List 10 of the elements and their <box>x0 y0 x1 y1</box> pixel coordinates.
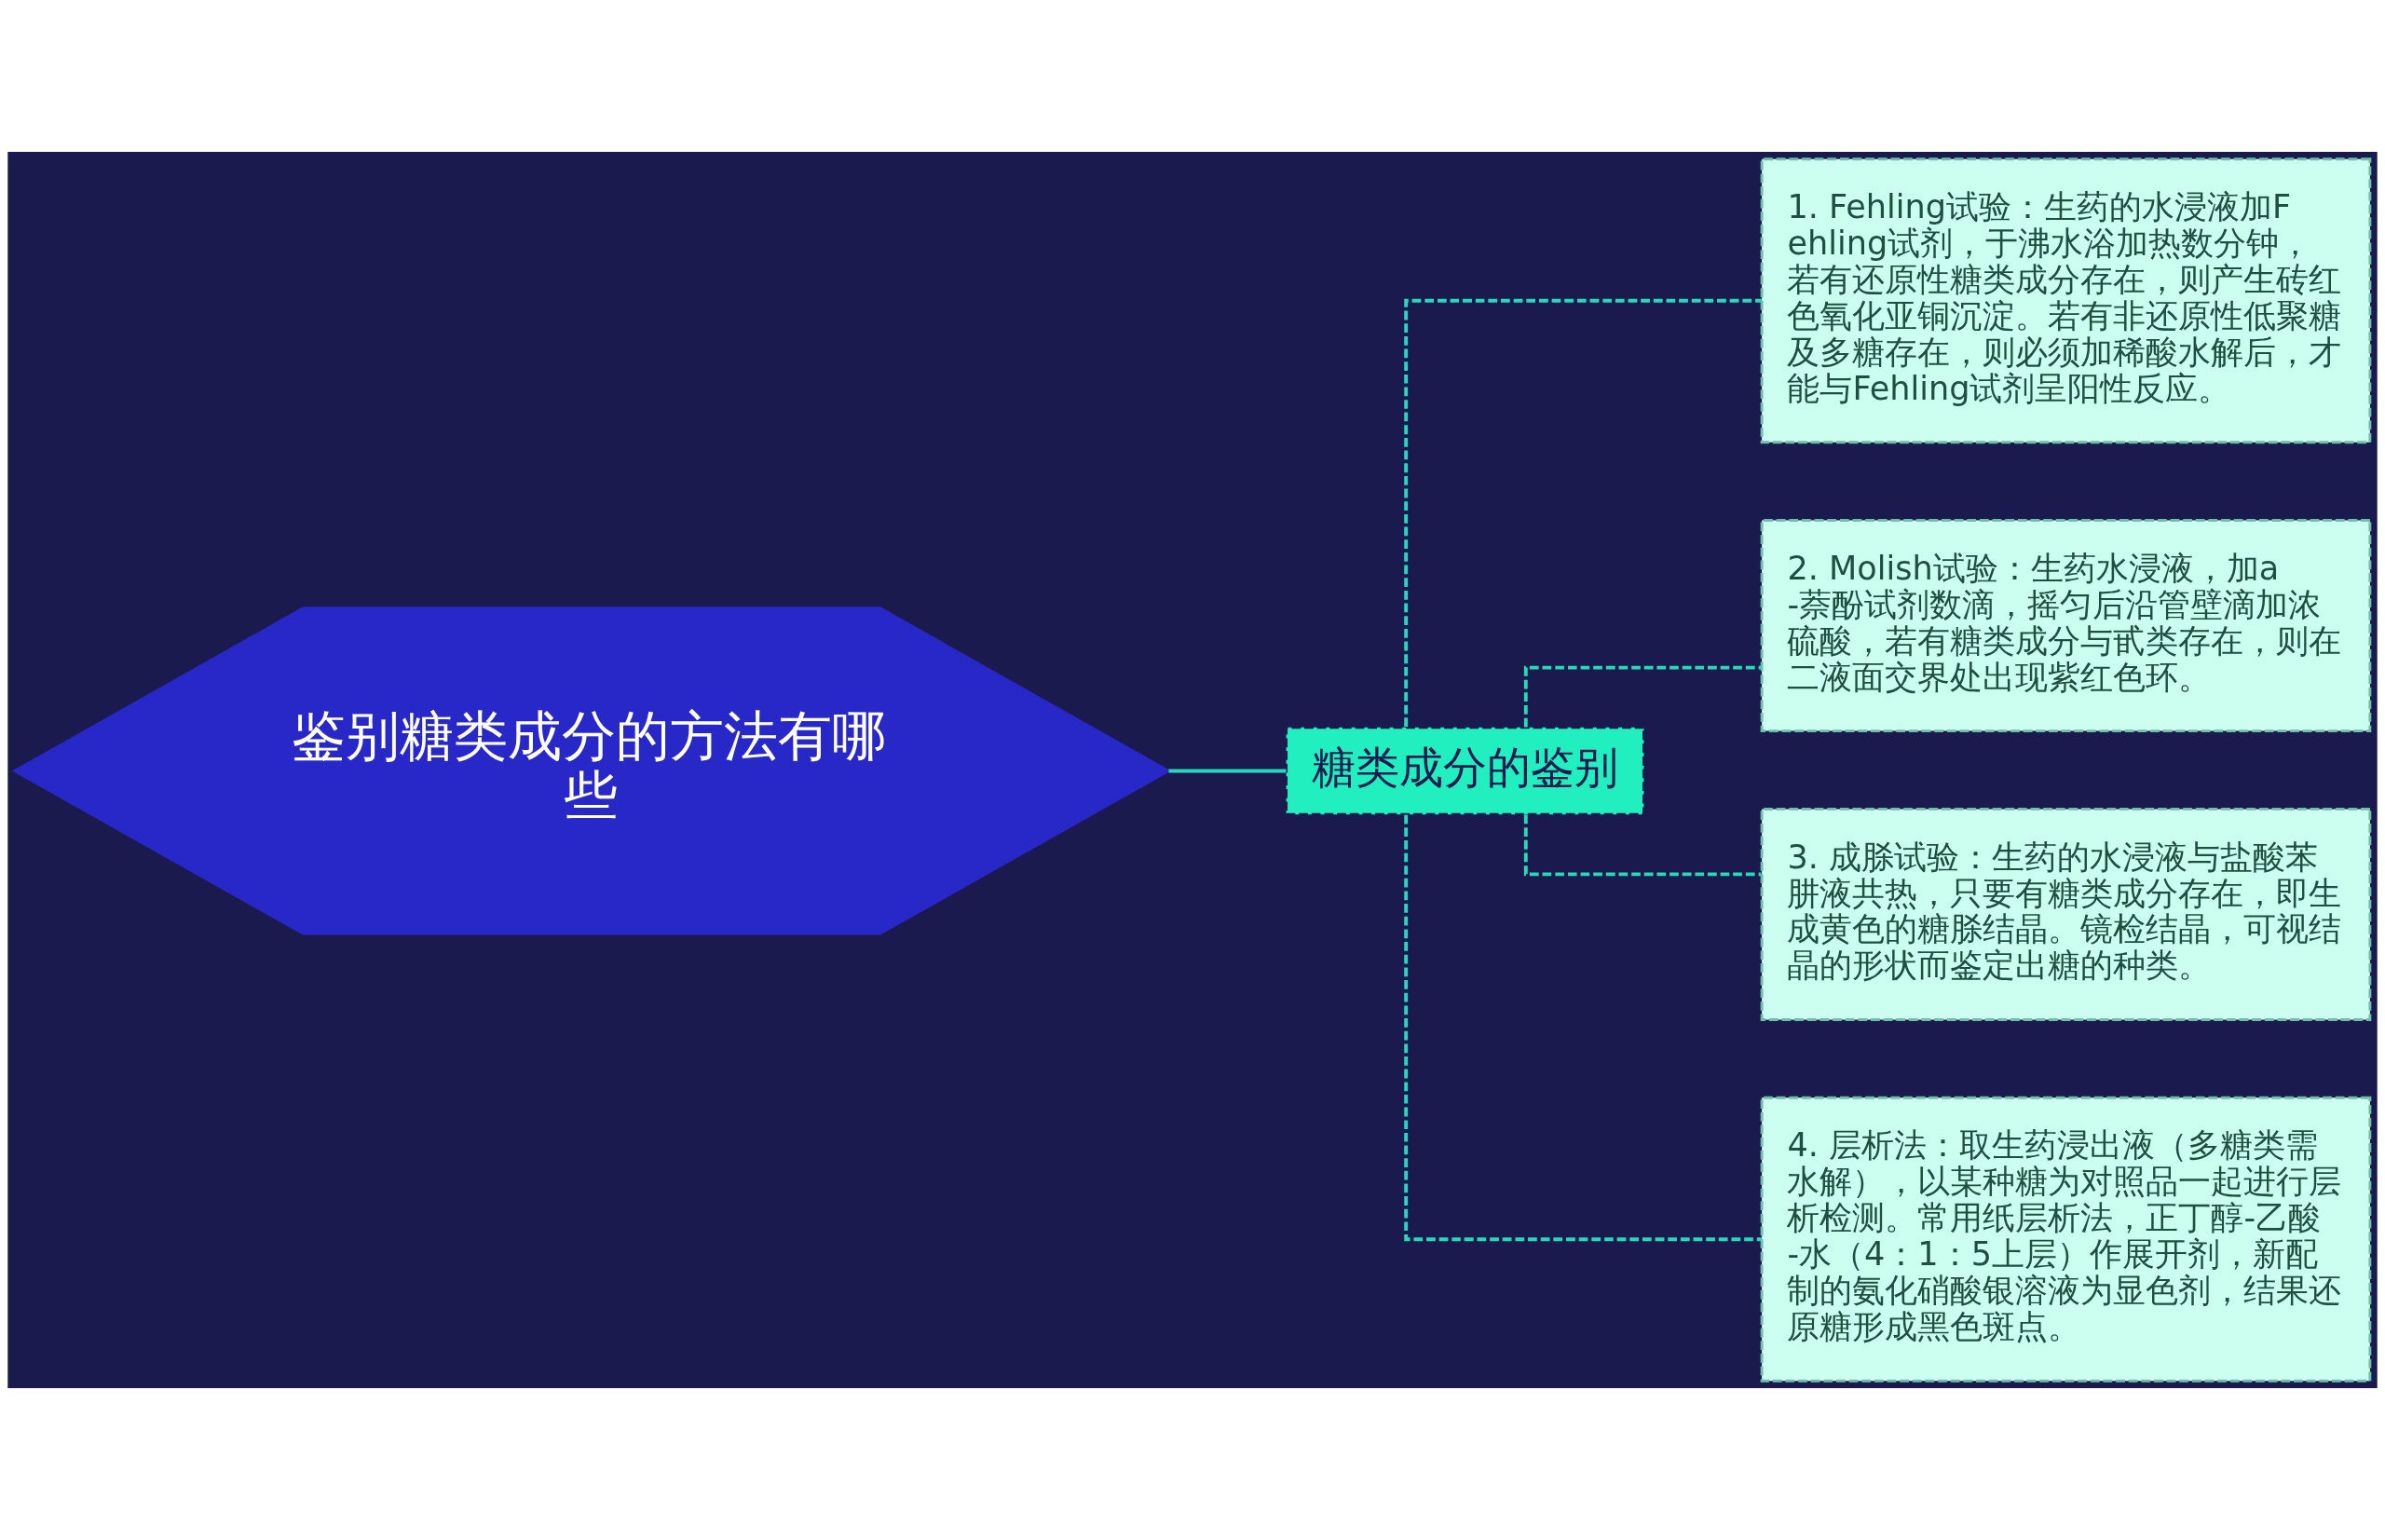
connector <box>1404 298 1762 727</box>
connector <box>1523 665 1762 728</box>
connector <box>1523 814 1762 877</box>
node-box: 糖类成分的鉴别 <box>1285 726 1645 816</box>
node-box: 1. Fehling试验：生药的水浸液加Fehling试剂，于沸水浴加热数分钟，若有还原性糖类成分存在，则产生砖红色氧化亚铜沉淀。若有非还原性低聚糖及多糖存在，则必须加稀酸水解后，才能与Fehling试剂呈阳性反应。 <box>1760 157 2372 444</box>
connector <box>1168 769 1287 773</box>
connector <box>1404 814 1762 1242</box>
node-box: 3. 成脎试验：生药的水浸液与盐酸苯肼液共热，只要有糖类成分存在，即生成黄色的糖脎结晶。镜检结晶，可视结晶的形状而鉴定出糖的种类。 <box>1760 807 2372 1021</box>
node-box: 4. 层析法：取生药浸出液（多糖类需水解），以某种糖为对照品一起进行层析检测。常用纸层析法，正丁醇-乙酸-水（4：1：5上层）作展开剂，新配制的氨化硝酸银溶液为显色剂，结果还原糖形成黑色斑点。 <box>1760 1096 2372 1383</box>
node-box: 2. Molish试验：生药水浸液，加a -萘酚试剂数滴，摇匀后沿管壁滴加浓硫酸，若有糖类成分与甙类存在，则在二液面交界处出现紫红色环。 <box>1760 519 2372 733</box>
